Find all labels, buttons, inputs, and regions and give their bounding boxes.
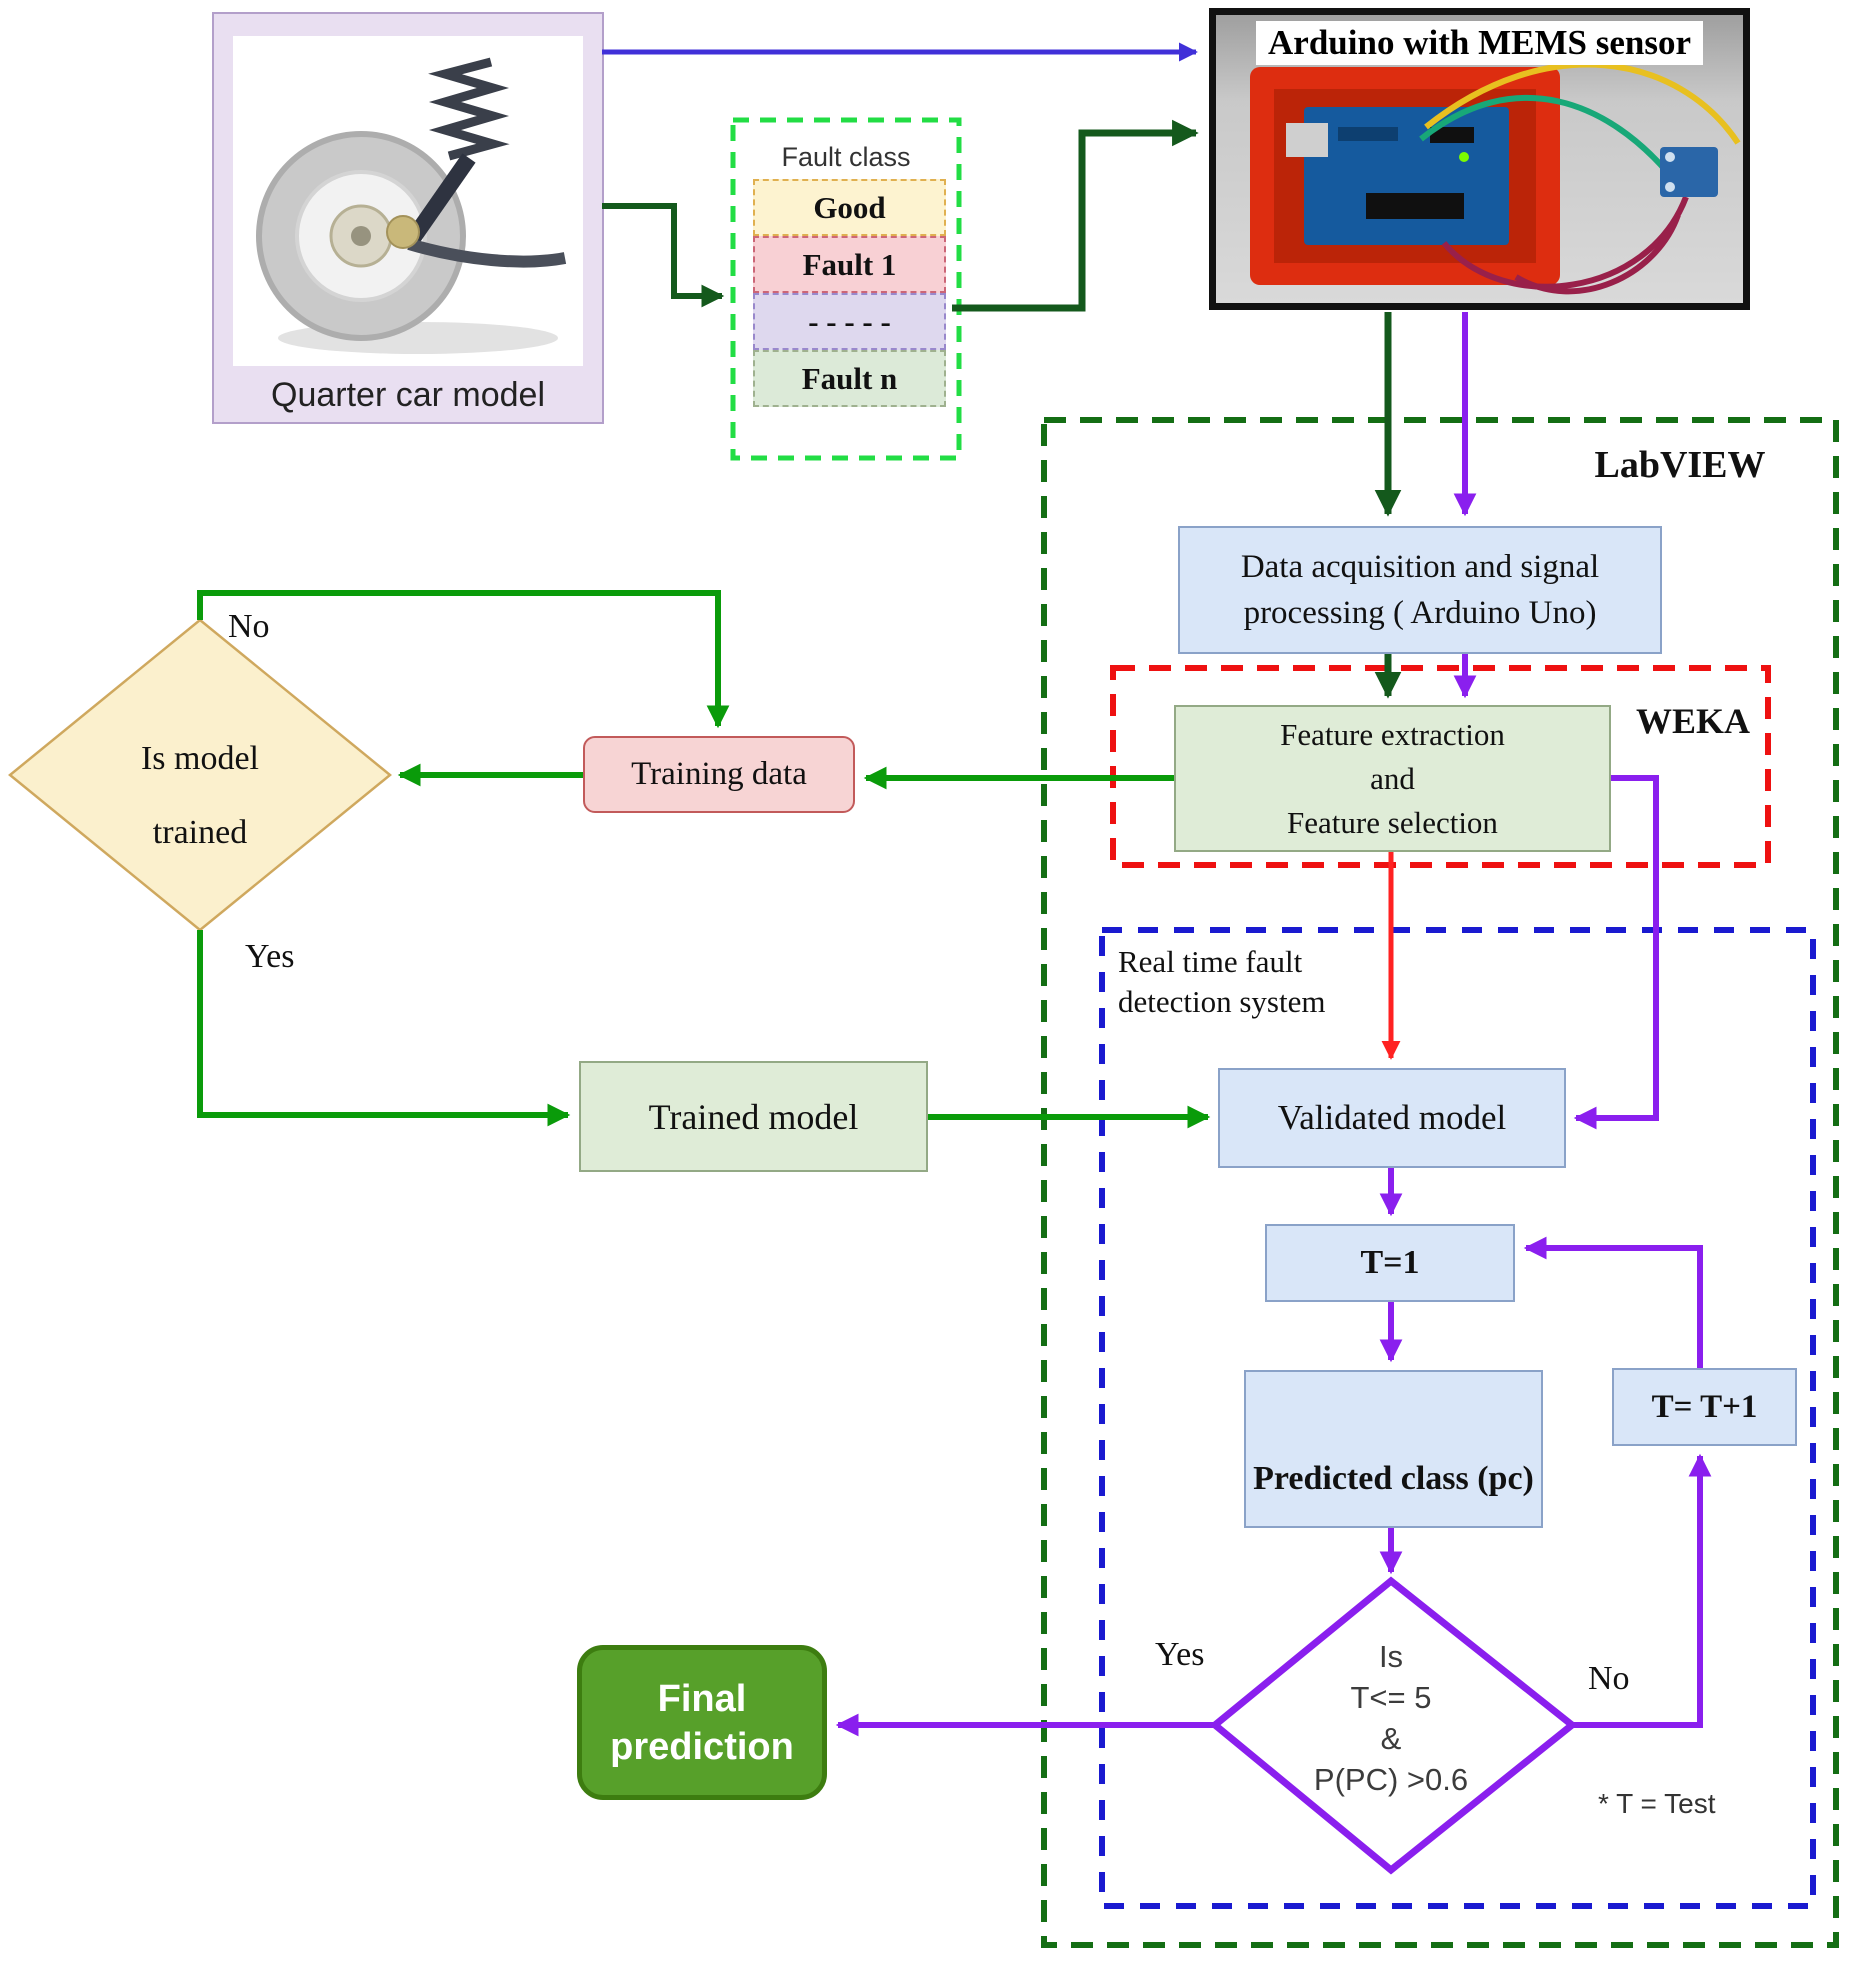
realtime-label: Real time fault detection system [1118,942,1418,1022]
quarter-car-label: Quarter car model [271,376,545,414]
usb-port [1286,123,1328,157]
arduino-illustration [1250,61,1741,295]
maroon-wire-1 [1441,195,1689,290]
t-test-note: * T = Test [1598,1788,1716,1819]
sensor-hole [1665,152,1675,162]
mems-sensor [1660,147,1718,197]
microcontroller-chip [1366,193,1464,219]
labview-label: LabVIEW [1594,444,1766,486]
power-led [1459,152,1469,162]
suspension-illustration [256,57,567,354]
realtime-label-line1: Real time fault [1118,944,1303,979]
yellow-wire [1424,61,1741,145]
green-wire [1419,94,1671,175]
brake-caliper [386,215,420,249]
sensor-hole-2 [1665,182,1675,192]
final-prediction-line1: Final [657,1677,747,1720]
coil-spring [428,57,510,161]
is-model-trained-line1: Is model [140,740,260,777]
hub-center [351,226,371,246]
quarter-car-box: Quarter car model [212,12,604,424]
yes-label-trained: Yes [245,938,295,975]
arduino-title: Arduino with MEMS sensor [1256,21,1703,65]
weka-label: WEKA [1635,701,1750,741]
test-condition-line1: Is [1378,1639,1404,1674]
quarter-car-image [233,36,583,366]
realtime-label-line2: detection system [1118,984,1326,1019]
maroon-wire-2 [1514,213,1681,295]
arduino-photo: Arduino with MEMS sensor [1209,8,1750,310]
trained-model-box: Trained model [579,1061,928,1172]
test-condition-line4: P(PC) >0.6 [1313,1762,1469,1797]
test-condition-text: Is T<= 5 & P(PC) >0.6 [1241,1636,1541,1800]
no-label-trained: No [228,608,270,645]
is-model-trained-line2: trained [152,814,248,851]
board-detail [1338,127,1398,141]
yes-label-test: Yes [1155,1636,1205,1673]
is-model-trained-text: Is model trained [50,722,350,870]
no-label-test: No [1588,1660,1630,1697]
header-pins [1430,127,1474,143]
final-prediction-box: Final prediction [577,1645,827,1800]
test-condition-line3: & [1380,1721,1402,1756]
test-condition-line2: T<= 5 [1350,1680,1432,1715]
training-data-box: Training data [583,736,855,813]
final-prediction-line2: prediction [610,1725,794,1768]
axle-arm [407,238,567,268]
